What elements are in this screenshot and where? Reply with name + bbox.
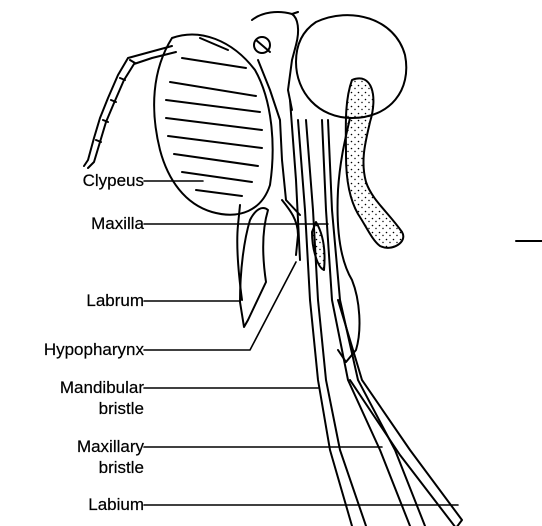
label-hypopharynx: Hypopharynx [44, 340, 144, 360]
clypeus-shield [154, 35, 272, 215]
leader-hypopharynx [144, 262, 296, 350]
stippled-mass [312, 78, 403, 270]
label-maxillary-bristle-line2: bristle [99, 458, 144, 478]
label-labrum: Labrum [86, 291, 144, 311]
label-maxillary-bristle-line1: Maxillary [77, 437, 144, 457]
compound-eye [252, 12, 406, 118]
label-mandibular-bristle-line1: Mandibular [60, 378, 144, 398]
antenna [84, 46, 176, 168]
label-labium: Labium [88, 495, 144, 515]
label-mandibular-bristle-line2: bristle [99, 399, 144, 419]
leader-lines [144, 181, 458, 505]
label-clypeus: Clypeus [83, 171, 144, 191]
label-maxilla: Maxilla [91, 214, 144, 234]
proboscis-stylets [290, 100, 462, 526]
